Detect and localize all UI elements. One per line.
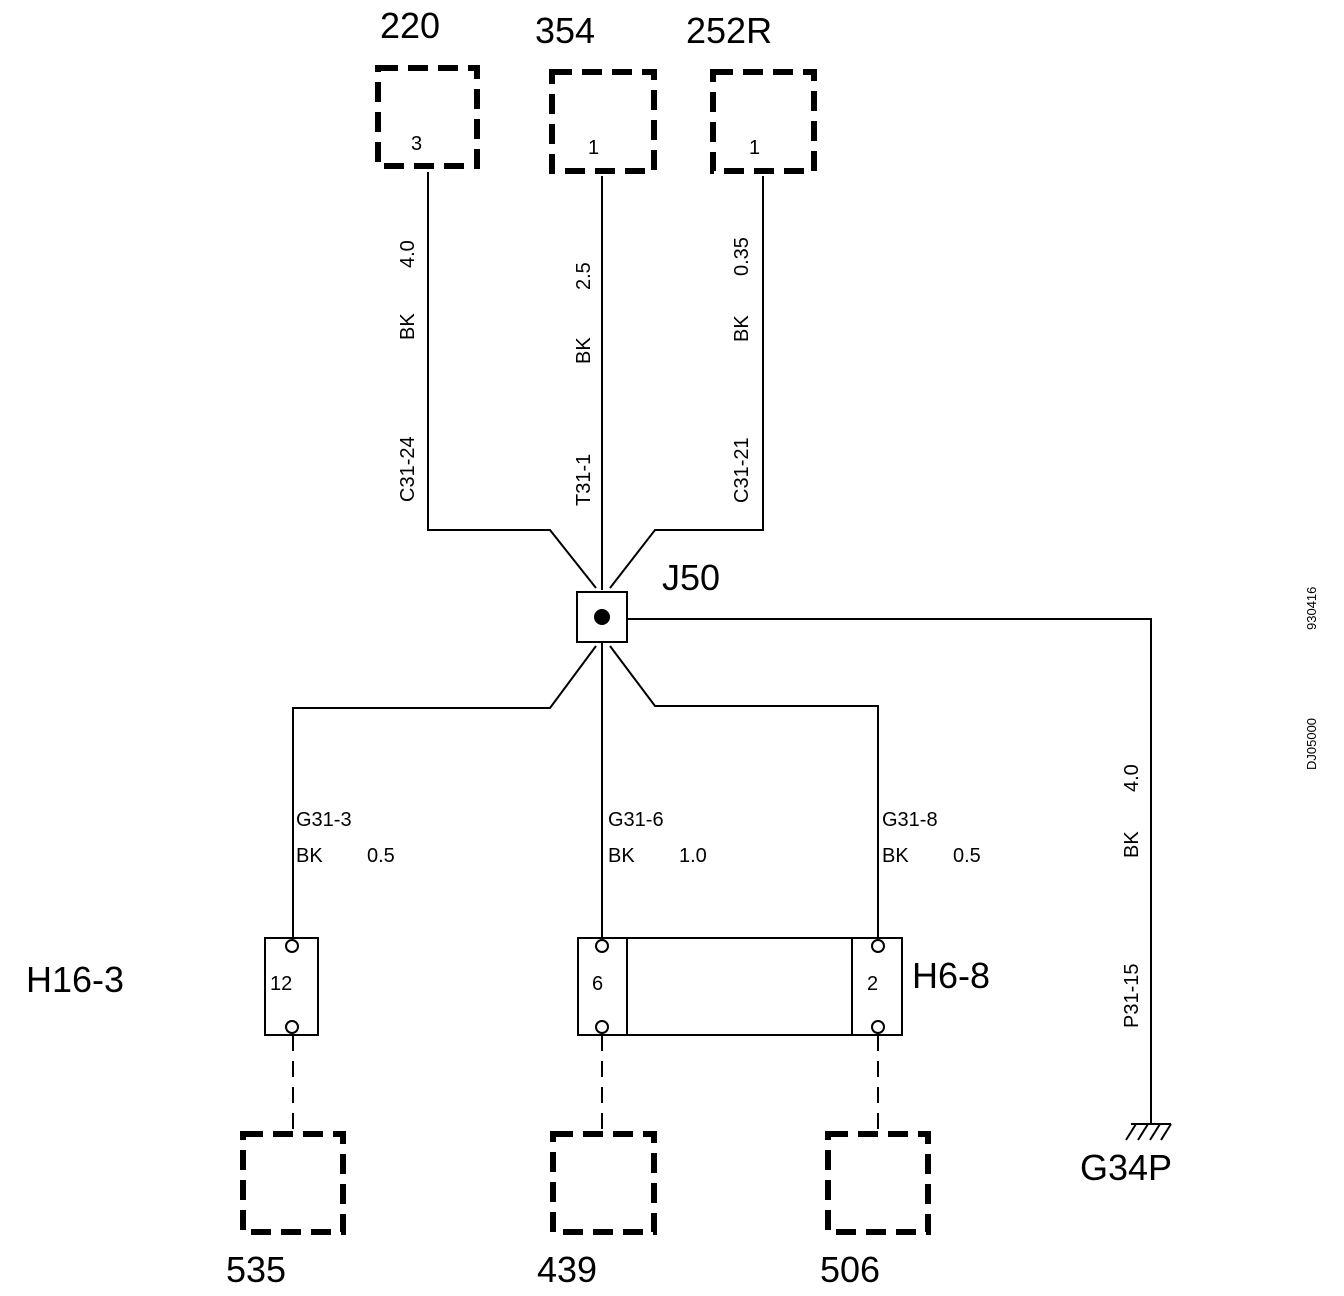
side-code-2: DJ05000	[1304, 718, 1319, 770]
wire-220	[427, 172, 597, 589]
wire-g31-3-circuit: G31-3	[296, 809, 352, 831]
connector-h6-pin-6-bottom	[595, 1020, 609, 1034]
connector-h16-3: 12 H16-3	[26, 937, 319, 1036]
component-252r-pin: 1	[749, 137, 760, 159]
connector-h6-label: H6-8	[912, 955, 990, 996]
splice-dot	[594, 609, 610, 625]
wire-220-gauge: 4.0	[397, 240, 419, 268]
wire-252r-gauge: 0.35	[731, 237, 753, 276]
connector-h16-pin-top	[285, 939, 299, 953]
wire-g31-3-gauge: 0.5	[367, 845, 395, 867]
ground-g34p: G34P	[1080, 1123, 1172, 1188]
connector-h16-label: H16-3	[26, 959, 124, 1000]
component-252r-label: 252R	[686, 10, 772, 51]
wire-ground-circuit: P31-15	[1121, 964, 1143, 1029]
component-354: 354 1	[535, 10, 657, 174]
component-439-label: 439	[537, 1249, 597, 1290]
wire-ground-color: BK	[1121, 831, 1143, 858]
wire-220-color: BK	[397, 313, 419, 340]
wire-g31-8-gauge: 0.5	[953, 845, 981, 867]
connector-h6-pin-2-top	[871, 939, 885, 953]
wire-g31-8-circuit: G31-8	[882, 809, 938, 831]
splice-label: J50	[662, 557, 720, 598]
component-439: 439	[537, 1131, 657, 1290]
wire-354-color: BK	[573, 337, 595, 364]
component-354-label: 354	[535, 10, 595, 51]
wire-g31-6-color: BK	[608, 845, 635, 867]
connector-h6-pin-right: 2	[867, 973, 878, 995]
connector-h16-pin-number: 12	[270, 973, 292, 995]
connector-h6-pin-left: 6	[592, 973, 603, 995]
component-220-pin: 3	[411, 133, 422, 155]
connector-h16-pin-bottom	[285, 1020, 299, 1034]
wire-g31-3	[292, 645, 597, 942]
component-354-pin: 1	[588, 137, 599, 159]
wire-252r-circuit: C31-21	[731, 437, 753, 503]
connector-h6-pin-2-bottom	[871, 1020, 885, 1034]
connector-h6-pin-6-top	[595, 939, 609, 953]
connector-h6-8: 6 2 H6-8	[577, 937, 990, 1036]
wire-g31-8	[609, 645, 879, 942]
wire-220-circuit: C31-24	[397, 436, 419, 502]
component-220: 220 3	[375, 5, 480, 169]
wire-ground-gauge: 4.0	[1121, 764, 1143, 792]
component-535-label: 535	[226, 1249, 286, 1290]
component-506: 506	[820, 1131, 931, 1290]
component-252r: 252R 1	[686, 10, 817, 174]
wire-ground	[627, 618, 1152, 1124]
ground-label: G34P	[1080, 1147, 1172, 1188]
wire-252r	[609, 176, 764, 589]
component-506-label: 506	[820, 1249, 880, 1290]
side-code-1: 930416	[1304, 587, 1319, 630]
wire-g31-6-gauge: 1.0	[679, 845, 707, 867]
component-220-label: 220	[380, 5, 440, 46]
wire-252r-color: BK	[731, 315, 753, 342]
wire-g31-3-color: BK	[296, 845, 323, 867]
wire-g31-8-color: BK	[882, 845, 909, 867]
splice-j50: J50	[576, 557, 720, 643]
wire-g31-6-circuit: G31-6	[608, 809, 664, 831]
wire-354-gauge: 2.5	[573, 262, 595, 290]
component-535: 535	[226, 1131, 346, 1290]
wire-354-circuit: T31-1	[573, 454, 595, 506]
